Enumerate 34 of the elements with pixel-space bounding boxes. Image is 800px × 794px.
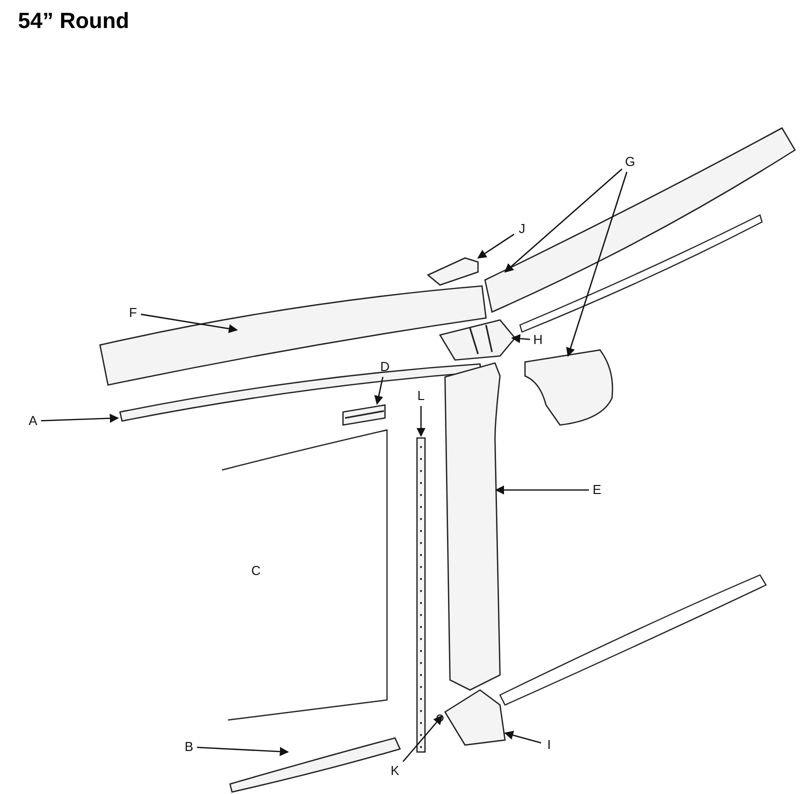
pool-part-drawing [229, 737, 401, 793]
leader-line [374, 376, 384, 405]
leader-line [504, 730, 542, 744]
callout-letter: A [26, 412, 40, 430]
pool-part-drawing [524, 349, 614, 426]
leader-line [196, 746, 289, 756]
callout-letter: D [377, 358, 393, 376]
leader-line [504, 168, 622, 273]
pool-part-drawing [119, 363, 482, 422]
leader-line [566, 172, 628, 357]
callout-letter: F [126, 304, 140, 322]
callout-letter: K [388, 762, 402, 780]
leader-line [495, 485, 589, 495]
leader-line [140, 314, 238, 334]
callout-letter: I [544, 736, 554, 754]
leader-line [511, 334, 530, 344]
pool-part-drawing [439, 319, 516, 361]
pool-part-drawing [444, 689, 506, 746]
pool-part-drawing [484, 127, 796, 313]
pool-part-drawing [426, 257, 479, 286]
pool-part-drawing [342, 404, 386, 426]
callout-letter: J [516, 220, 528, 238]
callout-letter: B [182, 738, 196, 756]
callout-letter: L [414, 387, 428, 405]
callout-letter: C [250, 562, 262, 580]
leader-line [477, 234, 514, 259]
callout-letter: H [530, 331, 546, 349]
callout-letter: E [590, 481, 604, 499]
leader-line [402, 715, 443, 762]
leader-line [416, 406, 426, 437]
leader-line [40, 414, 119, 423]
callout-letter: G [622, 153, 638, 171]
pool-part-drawing [416, 437, 426, 753]
title: 54” Round [18, 8, 130, 34]
